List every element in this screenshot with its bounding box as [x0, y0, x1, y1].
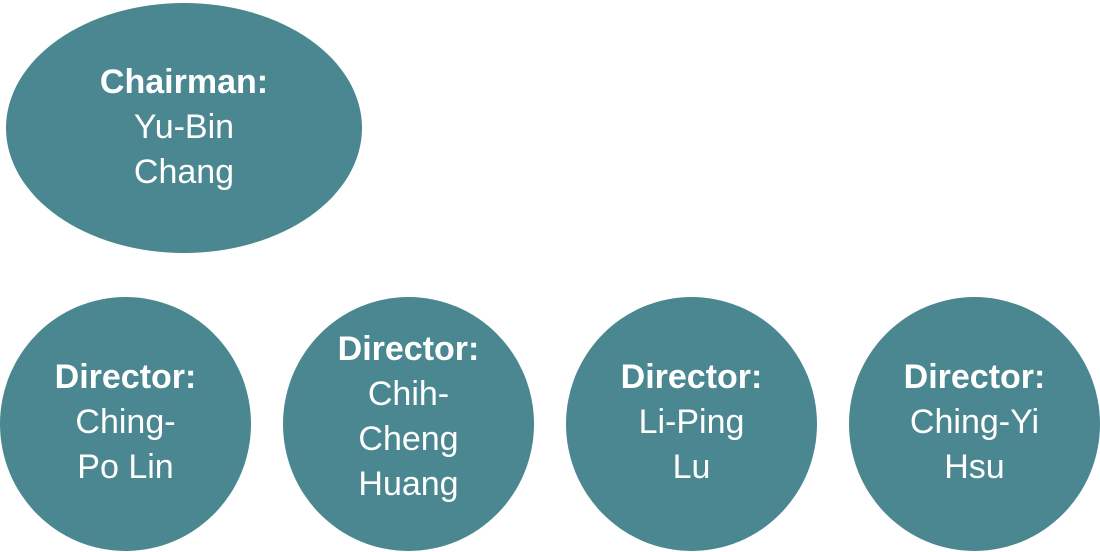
chairman-name: Yu-Bin Chang [133, 107, 235, 191]
director-name: Ching- Po Lin [75, 402, 176, 486]
director-label: Director: Li-Ping Lu [621, 355, 763, 490]
director-role: Director: [337, 330, 480, 368]
director-label: Director: Ching-Yi Hsu [904, 355, 1046, 490]
director-name: Ching-Yi Hsu [909, 402, 1040, 486]
director-node: Director: Ching-Yi Hsu [849, 297, 1100, 551]
director-role: Director: [620, 357, 763, 396]
chairman-label: Chairman: Yu-Bin Chang [100, 60, 268, 195]
director-label: Director: Chih- Cheng Huang [338, 327, 480, 507]
director-label: Director: Ching- Po Lin [55, 355, 197, 490]
chairman-node: Chairman: Yu-Bin Chang [6, 3, 362, 253]
director-name: Chih- Cheng Huang [358, 375, 459, 503]
director-node: Director: Li-Ping Lu [566, 297, 817, 551]
director-role: Director: [54, 357, 197, 396]
director-node: Director: Chih- Cheng Huang [283, 297, 534, 551]
chairman-role: Chairman: [99, 62, 269, 101]
director-name: Li-Ping Lu [638, 402, 745, 486]
director-node: Director: Ching- Po Lin [0, 297, 251, 551]
director-role: Director: [903, 357, 1046, 396]
